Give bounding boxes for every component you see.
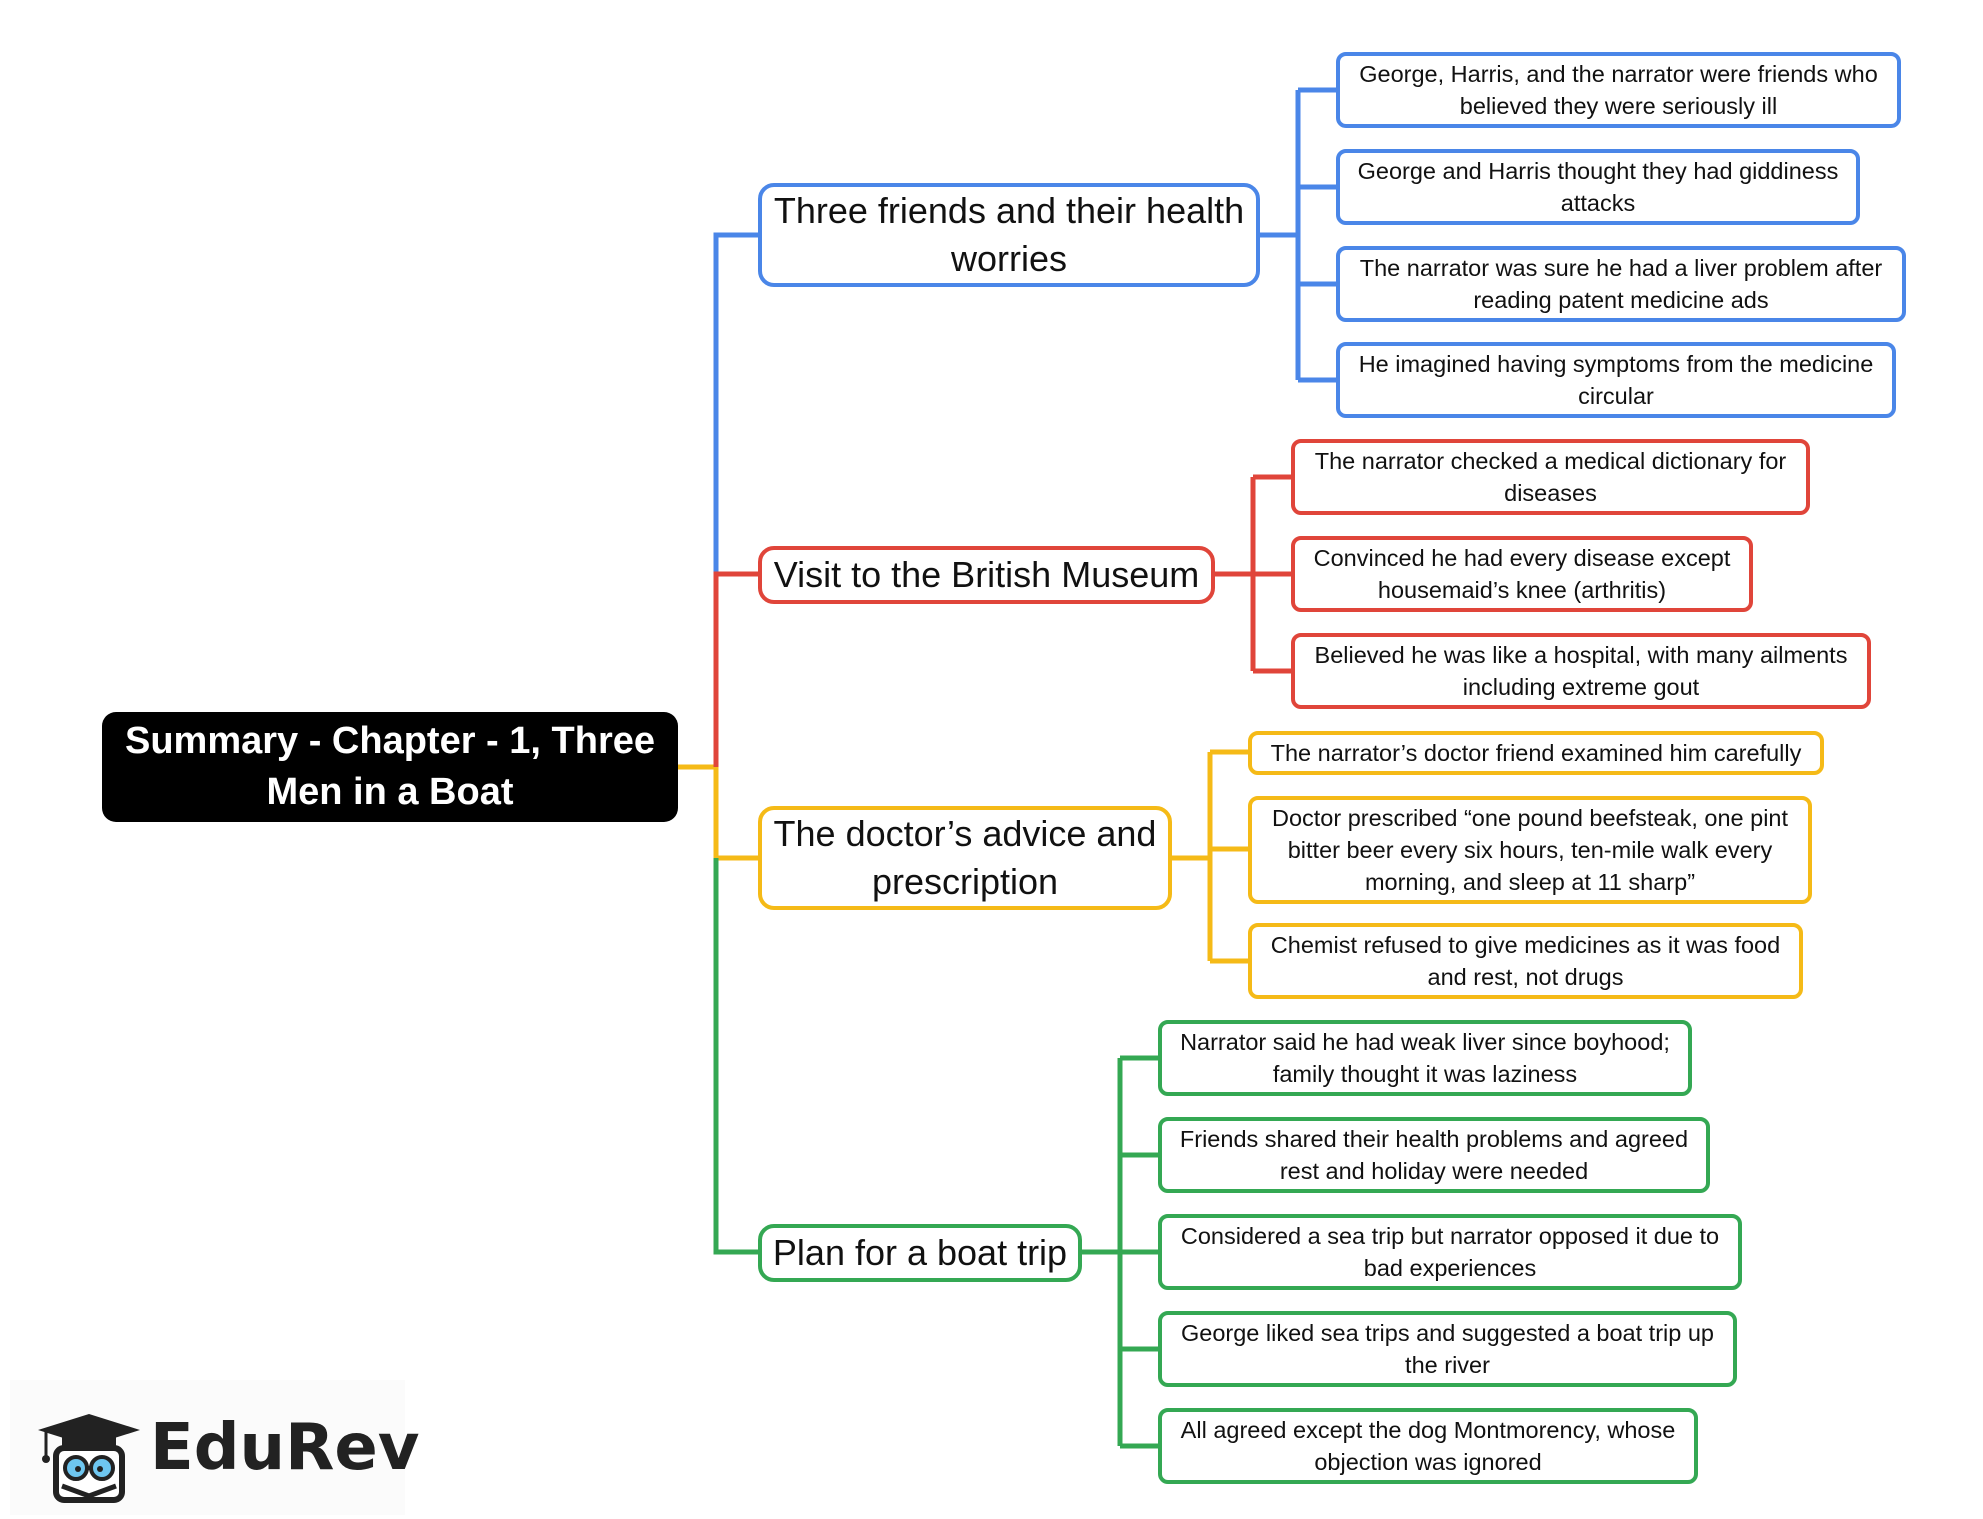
leaf-blue-2: George and Harris thought they had giddi… <box>1336 149 1860 225</box>
connector-blue-hub <box>1260 90 1301 380</box>
branch-british-museum: Visit to the British Museum <box>758 546 1215 604</box>
leaf-yellow-1: The narrator’s doctor friend examined hi… <box>1248 731 1824 775</box>
leaf-blue-1: George, Harris, and the narrator were fr… <box>1336 52 1901 128</box>
root-node-title: Summary - Chapter - 1, Three Men in a Bo… <box>102 712 678 822</box>
branch-doctor-advice: The doctor’s advice and prescription <box>758 806 1172 910</box>
connector-yellow-hub <box>1172 752 1213 961</box>
edurev-logo-text: EduRev <box>150 1411 420 1485</box>
leaf-green-3: Considered a sea trip but narrator oppos… <box>1158 1214 1742 1290</box>
connector-blue-leaves <box>1298 87 1336 383</box>
leaf-blue-4: He imagined having symptoms from the med… <box>1336 342 1896 418</box>
leaf-red-1: The narrator checked a medical dictionar… <box>1291 439 1810 515</box>
leaf-green-2: Friends shared their health problems and… <box>1158 1117 1710 1193</box>
connector-trunk-yellow <box>713 767 758 861</box>
connector-trunk-blue <box>713 232 758 767</box>
connector-yellow-leaves <box>1210 749 1248 964</box>
leaf-blue-3: The narrator was sure he had a liver pro… <box>1336 246 1906 322</box>
connector-green-leaves <box>1120 1055 1158 1449</box>
connector-red-leaves <box>1253 474 1291 674</box>
leaf-green-5: All agreed except the dog Montmorency, w… <box>1158 1408 1698 1484</box>
branch-boat-trip: Plan for a boat trip <box>758 1224 1082 1282</box>
leaf-green-1: Narrator said he had weak liver since bo… <box>1158 1020 1692 1096</box>
connector-trunk-green <box>713 858 758 1255</box>
connector-red-hub <box>1215 477 1256 671</box>
connector-trunk-red <box>713 571 758 767</box>
branch-health-worries: Three friends and their health worries <box>758 183 1260 287</box>
leaf-green-4: George liked sea trips and suggested a b… <box>1158 1311 1737 1387</box>
leaf-red-3: Believed he was like a hospital, with ma… <box>1291 633 1871 709</box>
leaf-red-2: Convinced he had every disease except ho… <box>1291 536 1753 612</box>
connector-green-hub <box>1082 1058 1123 1446</box>
leaf-yellow-2: Doctor prescribed “one pound beefsteak, … <box>1248 796 1812 904</box>
graduation-cap-mascot-icon <box>38 1414 140 1503</box>
leaf-yellow-3: Chemist refused to give medicines as it … <box>1248 923 1803 999</box>
